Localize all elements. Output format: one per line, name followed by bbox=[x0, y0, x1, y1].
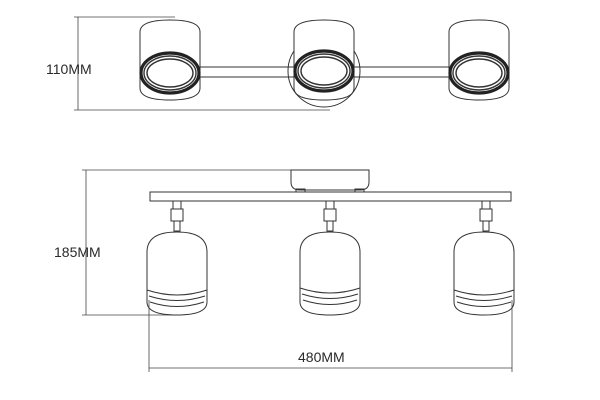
front-head-center bbox=[299, 231, 361, 316]
height-label: 185MM bbox=[54, 244, 101, 260]
stems bbox=[170, 200, 493, 232]
mounting-bar bbox=[149, 191, 512, 202]
depth-dimension: 110MM bbox=[46, 16, 330, 111]
front-head-right bbox=[453, 231, 515, 316]
height-dimension: 185MM bbox=[54, 169, 292, 316]
front-view: 185MM bbox=[54, 169, 515, 372]
depth-label: 110MM bbox=[46, 61, 92, 77]
top-head-center bbox=[293, 19, 355, 101]
top-head-left bbox=[139, 19, 201, 101]
ceiling-canopy bbox=[290, 169, 370, 193]
width-dimension: 480MM bbox=[148, 300, 513, 372]
front-head-left bbox=[146, 231, 208, 316]
width-label: 480MM bbox=[298, 349, 345, 365]
top-head-right bbox=[448, 19, 510, 101]
top-view: 110MM bbox=[46, 16, 510, 111]
